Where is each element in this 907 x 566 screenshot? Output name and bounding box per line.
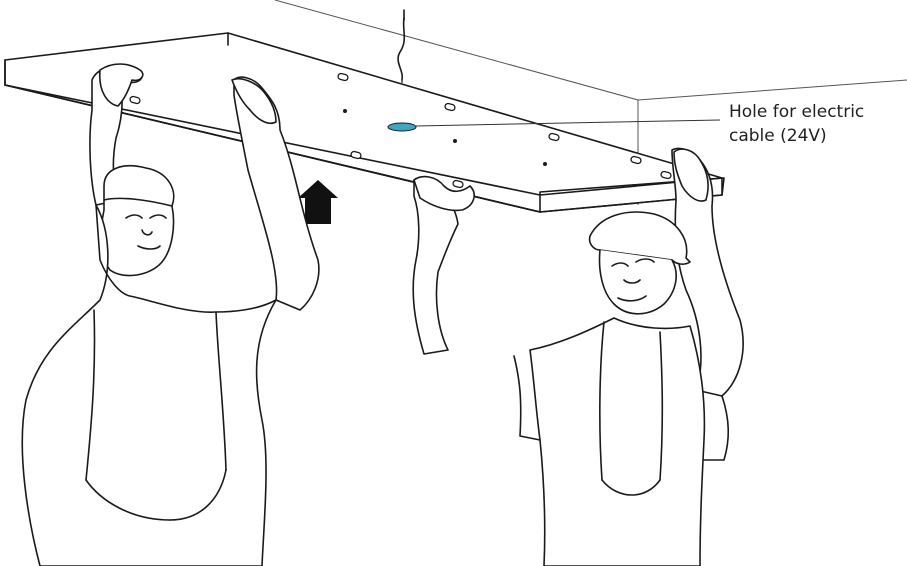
callout-line-2: cable (24V): [729, 124, 905, 148]
worker-right: [413, 148, 743, 566]
cable-hole-callout: Hole for electric cable (24V): [729, 100, 905, 148]
callout-line-1: Hole for electric: [729, 100, 905, 124]
cable-hole: [388, 123, 416, 131]
worker-left: [22, 64, 319, 566]
